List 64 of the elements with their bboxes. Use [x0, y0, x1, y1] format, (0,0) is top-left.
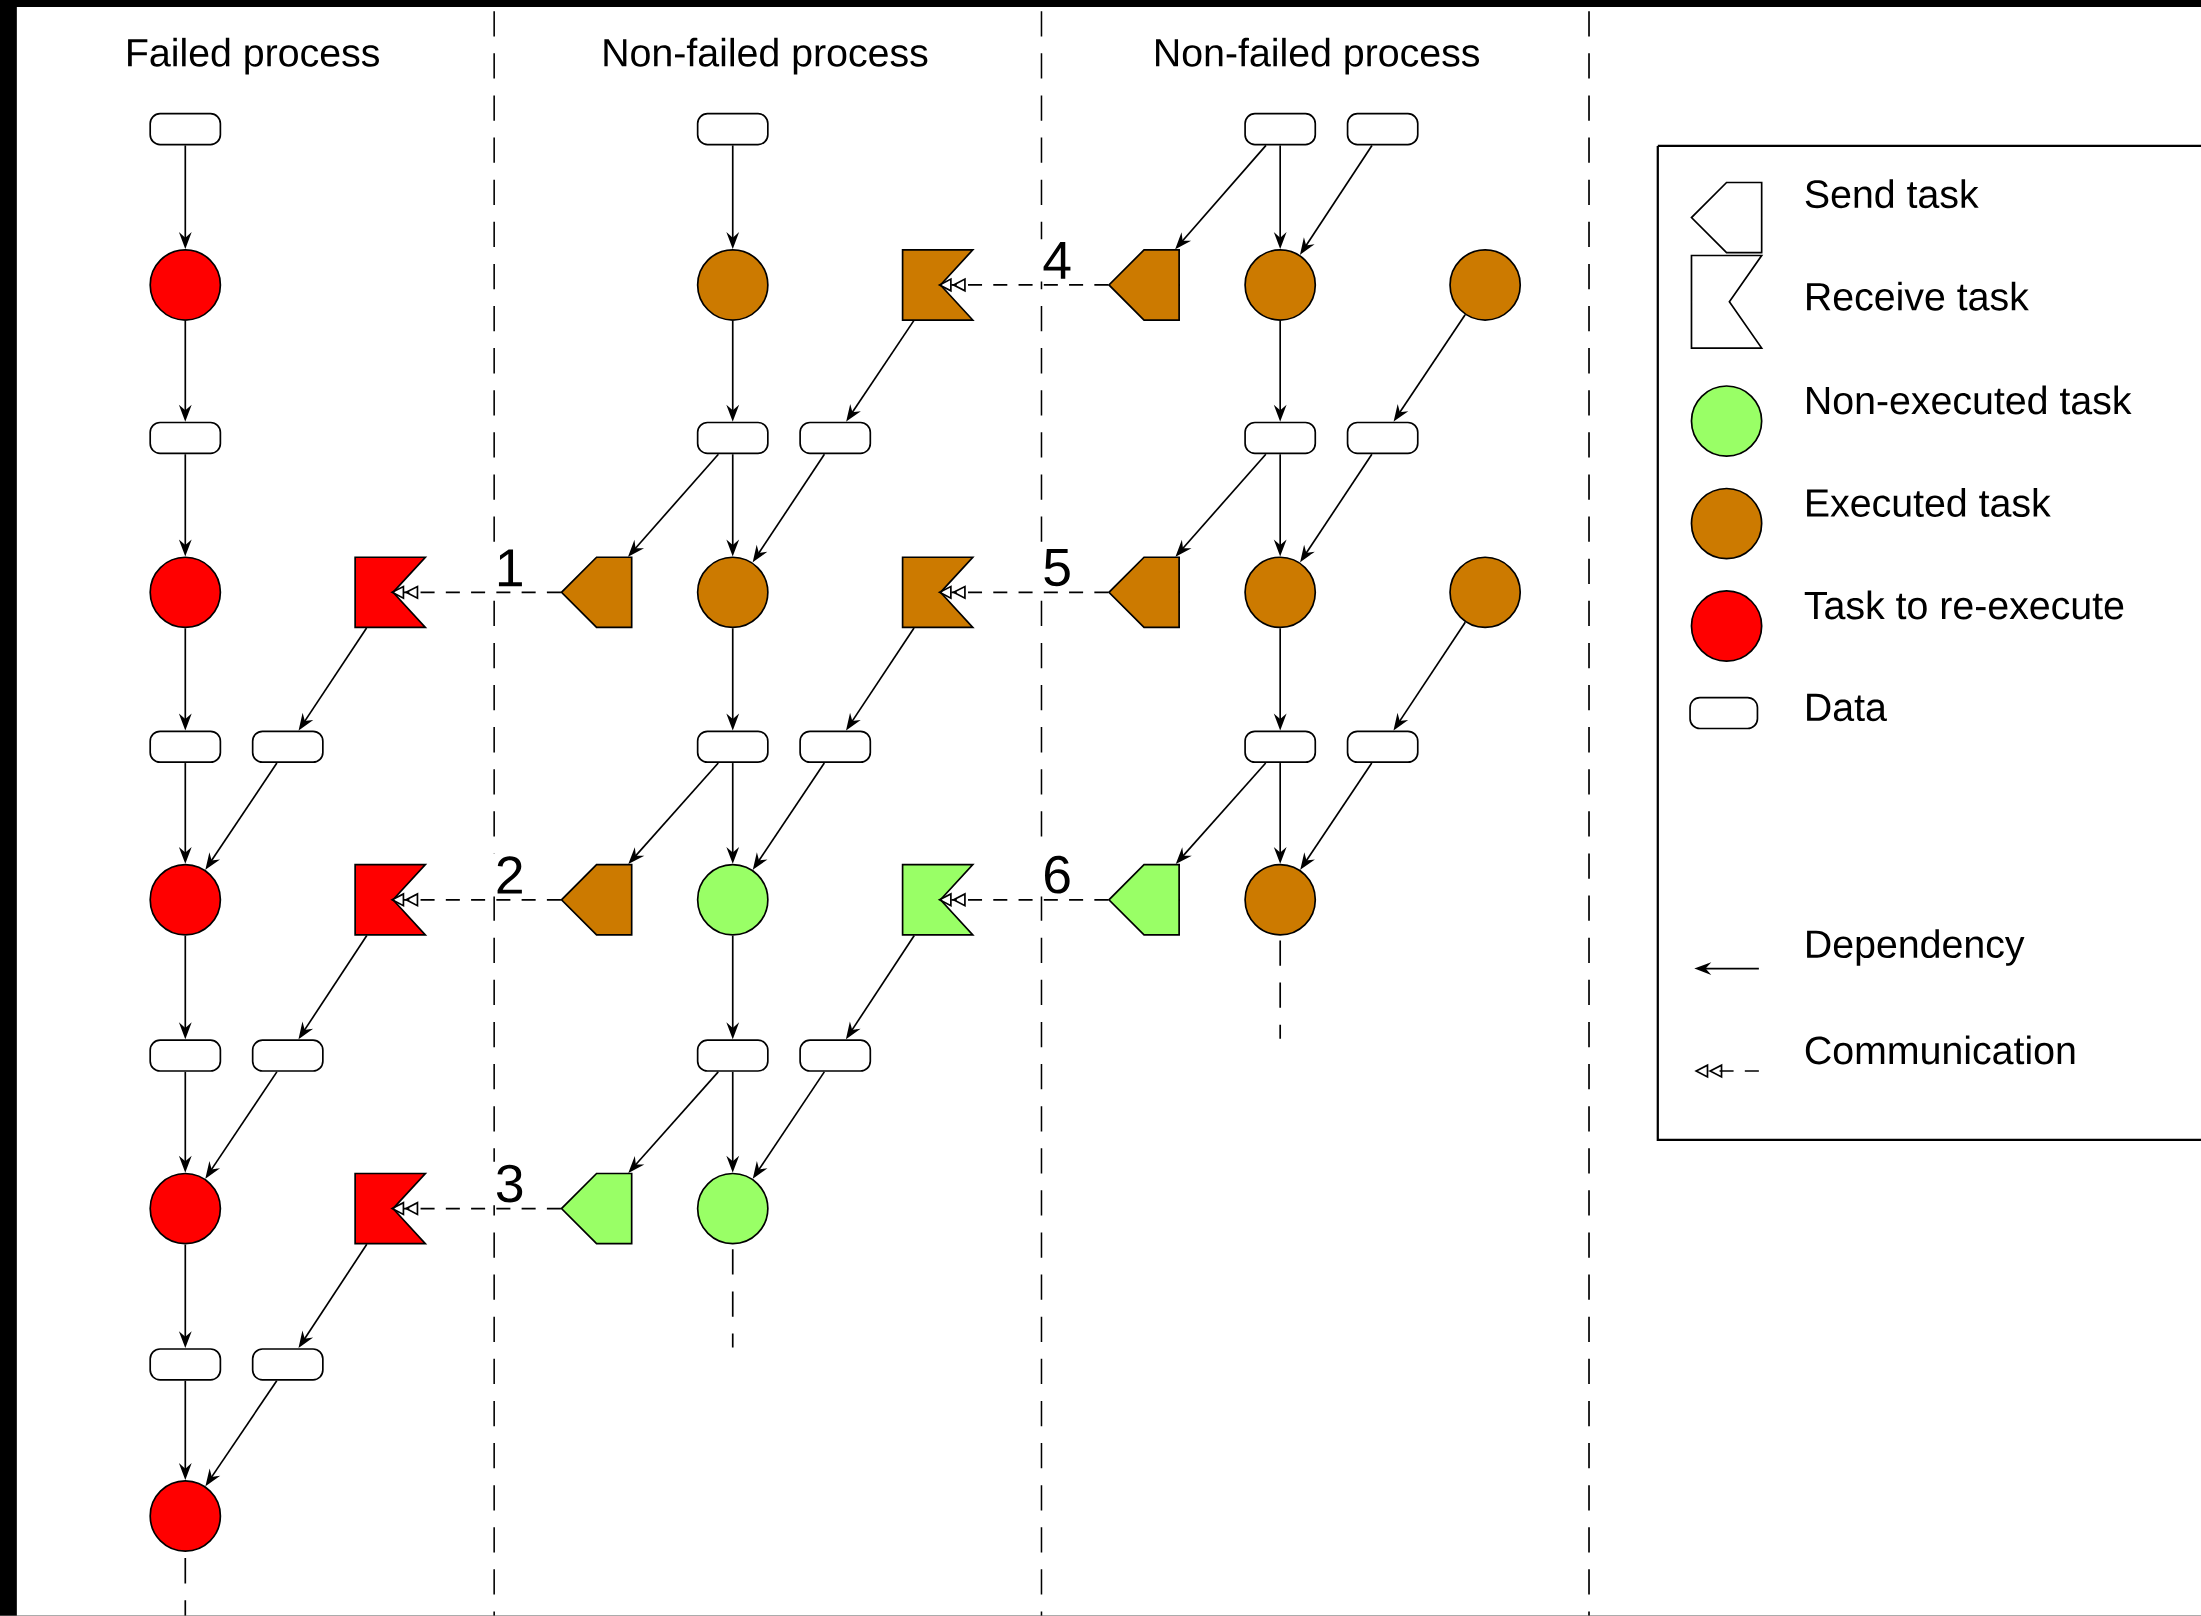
column-title: Failed process	[128, 38, 379, 75]
send-task-shape	[560, 556, 633, 629]
task-circle	[1449, 249, 1522, 322]
legend-label: Data	[1807, 693, 1887, 722]
task-circle	[149, 249, 222, 322]
receive-task-shape	[354, 864, 428, 936]
message-number: 6	[1039, 853, 1075, 897]
task-circle	[696, 556, 769, 629]
data-box	[1346, 113, 1419, 146]
data-box	[1244, 113, 1317, 146]
legend-label: Communication	[1805, 1035, 2075, 1065]
send-task-shape	[560, 864, 633, 936]
legend-label: Executed task	[1807, 488, 2051, 518]
receive-task-shape	[354, 556, 428, 629]
data-box	[1244, 421, 1317, 455]
data-box	[1346, 730, 1419, 764]
data-box	[149, 1348, 222, 1381]
receive-task-shape	[901, 864, 975, 936]
data-box	[1346, 421, 1419, 455]
data-box	[1244, 730, 1317, 764]
legend-label: Receive task	[1807, 281, 2029, 311]
task-circle	[1449, 556, 1522, 629]
task-circle	[696, 864, 769, 936]
data-box	[799, 421, 872, 455]
receive-task-shape	[901, 249, 975, 322]
task-circle	[696, 249, 769, 322]
message-number: 4	[1039, 239, 1075, 282]
data-box	[696, 113, 769, 146]
task-circle	[149, 1480, 222, 1553]
legend-label: Non-executed task	[1807, 385, 2132, 415]
send-task-shape	[1107, 864, 1180, 936]
task-circle	[696, 1172, 769, 1245]
data-box	[149, 730, 222, 764]
send-task-shape	[1107, 556, 1180, 629]
data-box	[149, 421, 222, 455]
legend-label: Task to re-execute	[1804, 590, 2124, 620]
task-circle	[1244, 864, 1317, 936]
task-circle	[149, 864, 222, 936]
task-circle	[1244, 556, 1317, 629]
data-box	[251, 1348, 324, 1381]
message-number: 1	[492, 546, 528, 590]
message-number: 3	[492, 1162, 528, 1206]
task-circle	[1244, 249, 1317, 322]
data-box	[696, 730, 769, 764]
task-circle	[149, 556, 222, 629]
data-box	[696, 1039, 769, 1073]
message-number: 5	[1039, 546, 1075, 590]
data-box	[696, 421, 769, 455]
data-box	[149, 1039, 222, 1073]
legend-label: Send task	[1805, 179, 1979, 209]
column-title: Non-failed process	[604, 38, 928, 75]
data-box	[251, 1039, 324, 1073]
send-task-shape	[1107, 249, 1180, 322]
column-title: Non-failed process	[1156, 38, 1479, 75]
receive-task-shape	[354, 1172, 428, 1245]
data-box	[799, 730, 872, 764]
legend-label: Dependency	[1807, 929, 2025, 966]
message-number: 2	[492, 853, 528, 897]
task-circle	[149, 1172, 222, 1245]
data-box	[149, 113, 222, 146]
data-box	[251, 730, 324, 764]
send-task-shape	[560, 1172, 633, 1245]
data-box	[799, 1039, 872, 1073]
receive-task-shape	[901, 556, 975, 629]
